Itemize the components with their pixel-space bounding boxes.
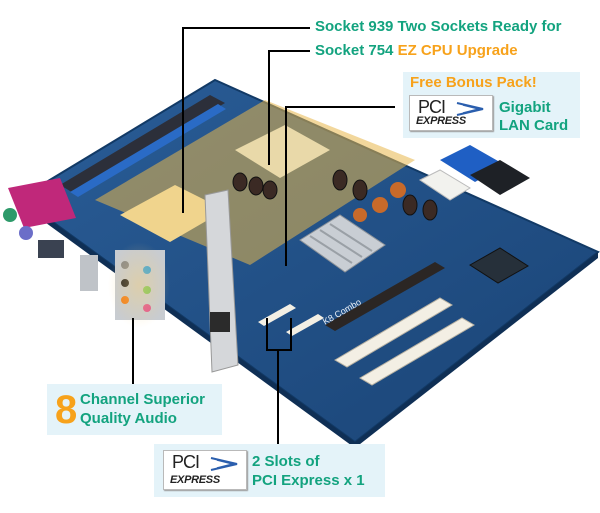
express-logo-text: EXPRESS xyxy=(170,474,220,486)
leader-line-socket754-v xyxy=(268,50,270,165)
socket-754-text: Socket 754 xyxy=(315,42,398,59)
eight-channel-number: 8 xyxy=(55,388,78,432)
gigabit-label: Gigabit xyxy=(499,99,551,116)
pci-logo-text: PCI xyxy=(418,97,446,117)
socket-callout-line2: Socket 754 EZ CPU Upgrade xyxy=(315,40,518,62)
quality-audio-label: Quality Audio xyxy=(80,410,177,427)
leader-line-socket939-h xyxy=(182,27,310,29)
southbridge-chip xyxy=(469,247,529,284)
pcie-x16-slot xyxy=(325,262,445,331)
lan-card-label: LAN Card xyxy=(499,117,569,134)
ps2-port-1 xyxy=(3,208,17,222)
lan-rj45-port xyxy=(210,312,230,332)
leader-line-socket754-h xyxy=(268,50,310,52)
cpu-socket-754 xyxy=(120,185,225,242)
two-slots-label: 2 Slots of xyxy=(252,453,320,470)
leader-line-pcie-stem xyxy=(277,349,279,444)
audio-callout-box: 8 Channel Superior Quality Audio xyxy=(47,384,222,435)
ps2-port-2 xyxy=(19,226,33,240)
capacitors xyxy=(232,169,438,221)
leader-line-pcie-right xyxy=(290,318,292,351)
pci-slot-2 xyxy=(359,317,475,386)
pcie-callout-box: PCI EXPRESS 2 Slots of PCI Express x 1 xyxy=(154,444,385,497)
leader-line-lan-v xyxy=(285,106,287,266)
leader-line-audio xyxy=(132,318,134,384)
usb-ports xyxy=(80,255,98,291)
pci-express-logo: PCI EXPRESS xyxy=(409,95,493,131)
pcie-x1-slot-2 xyxy=(286,314,324,336)
leader-line-pcie-h xyxy=(266,349,292,351)
leader-line-lan-h xyxy=(285,106,395,108)
leader-line-socket939-v xyxy=(182,27,184,213)
leader-line-pcie-left xyxy=(266,318,268,351)
parallel-port xyxy=(8,178,76,228)
inductors xyxy=(353,182,406,222)
serial-port xyxy=(38,240,64,258)
lan-callout-box: Free Bonus Pack! PCI EXPRESS Gigabit LAN… xyxy=(403,72,580,138)
channel-superior-label: Channel Superior xyxy=(80,391,206,408)
pci-logo-text: PCI xyxy=(172,452,200,472)
socket-callout-line1: Socket 939 Two Sockets Ready for xyxy=(315,18,562,35)
audio-glow xyxy=(108,242,170,328)
pci-express-arrow-icon xyxy=(210,457,238,471)
pci-express-arrow-icon xyxy=(456,102,484,116)
pci-express-logo: PCI EXPRESS xyxy=(163,450,247,490)
atx-power-connector xyxy=(419,169,471,201)
pci-express-x1-label: PCI Express x 1 xyxy=(252,472,365,489)
cpu-socket-939 xyxy=(235,125,330,178)
free-bonus-pack-label: Free Bonus Pack! xyxy=(410,74,537,91)
pci-slot-1 xyxy=(334,297,453,368)
ez-cpu-upgrade-text: EZ CPU Upgrade xyxy=(397,42,518,59)
express-logo-text: EXPRESS xyxy=(416,115,466,127)
pcb-edge xyxy=(20,198,355,448)
